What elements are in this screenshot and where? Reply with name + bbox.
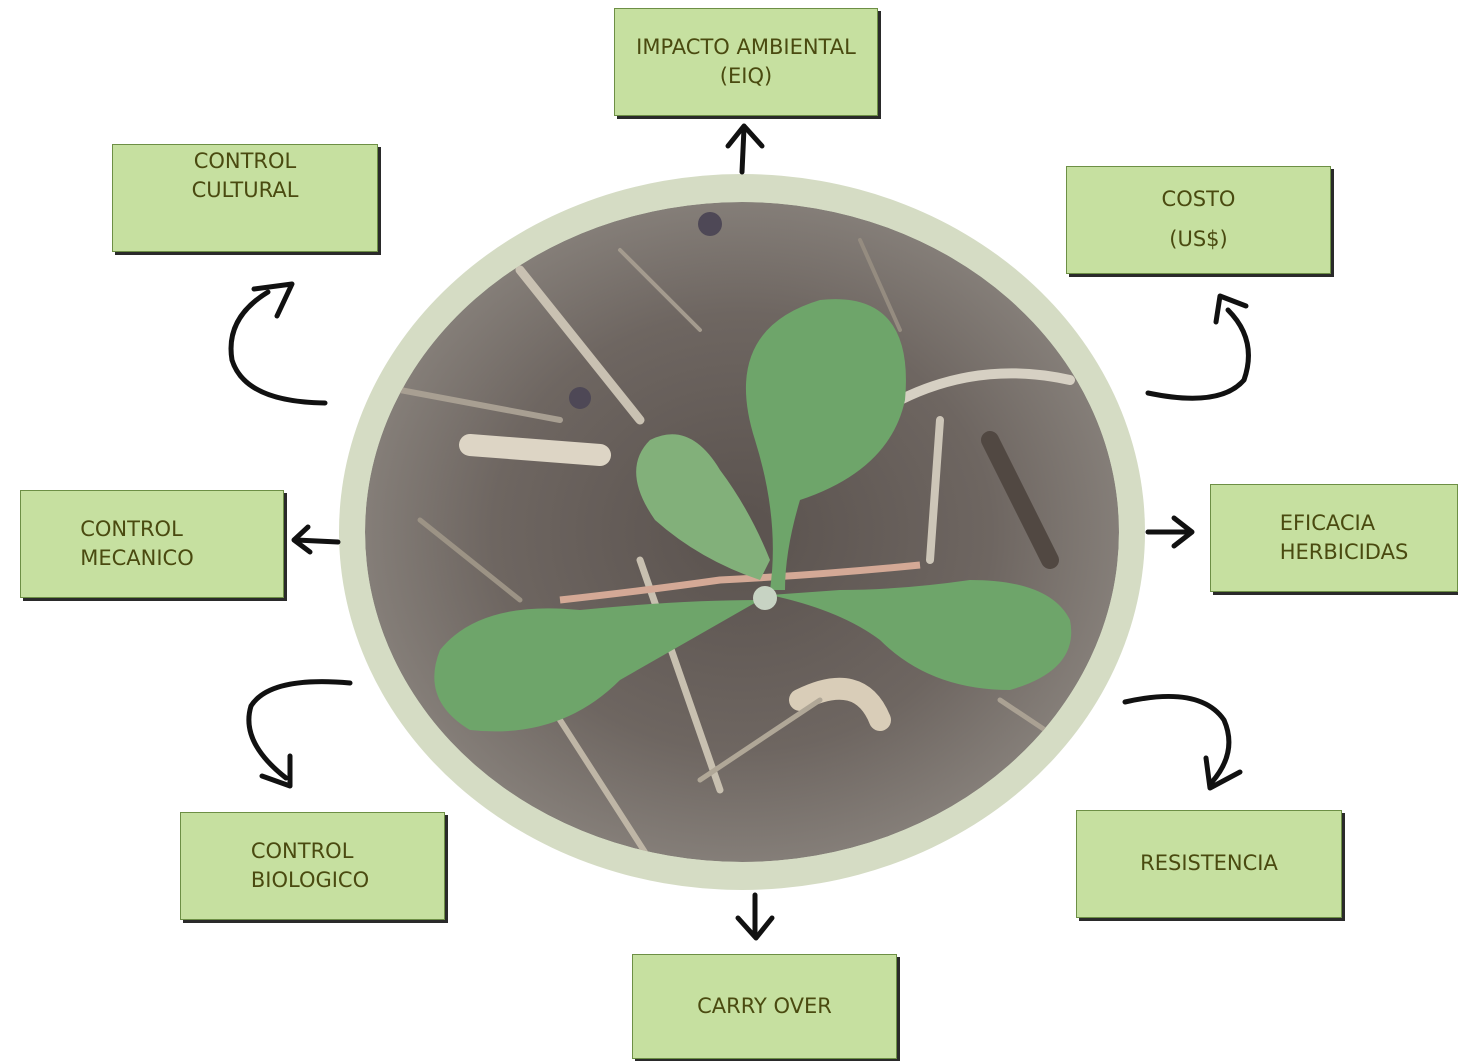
node-control-cultural: CONTROL CULTURAL bbox=[112, 144, 378, 252]
node-costo: COSTO (US$) bbox=[1066, 166, 1331, 274]
arrow-mecanico-icon bbox=[294, 527, 338, 552]
node-resistencia-label: RESISTENCIA bbox=[1140, 849, 1278, 878]
node-carry-over: CARRY OVER bbox=[632, 954, 897, 1059]
node-carry-over-label: CARRY OVER bbox=[697, 992, 832, 1021]
arrow-down-carry-icon bbox=[738, 895, 772, 938]
arrow-biologico-icon bbox=[249, 682, 350, 786]
arrow-resistencia-icon bbox=[1125, 696, 1240, 788]
arrow-up-impacto-icon bbox=[728, 126, 762, 172]
seedling-photo bbox=[339, 174, 1145, 890]
seed bbox=[569, 387, 591, 409]
seedling-center bbox=[753, 586, 777, 610]
arrow-eficacia-icon bbox=[1148, 518, 1192, 546]
arrow-costo-icon bbox=[1148, 296, 1248, 398]
node-control-cultural-label: CONTROL CULTURAL bbox=[192, 147, 299, 206]
node-eficacia-herbicidas: EFICACIA HERBICIDAS bbox=[1210, 484, 1458, 592]
node-control-biologico: CONTROL BIOLOGICO bbox=[180, 812, 445, 920]
node-impacto-ambiental: IMPACTO AMBIENTAL (EIQ) bbox=[614, 8, 878, 116]
node-control-mecanico: CONTROL MECANICO bbox=[20, 490, 284, 598]
arrow-cultural-icon bbox=[231, 284, 325, 403]
node-control-mecanico-label: CONTROL MECANICO bbox=[80, 515, 194, 574]
seed bbox=[698, 212, 722, 236]
node-resistencia: RESISTENCIA bbox=[1076, 810, 1342, 918]
node-costo-label: COSTO (US$) bbox=[1162, 180, 1236, 260]
node-control-biologico-label: CONTROL BIOLOGICO bbox=[251, 837, 369, 896]
node-eficacia-herbicidas-label: EFICACIA HERBICIDAS bbox=[1280, 509, 1409, 568]
node-impacto-ambiental-label: IMPACTO AMBIENTAL (EIQ) bbox=[636, 33, 856, 92]
